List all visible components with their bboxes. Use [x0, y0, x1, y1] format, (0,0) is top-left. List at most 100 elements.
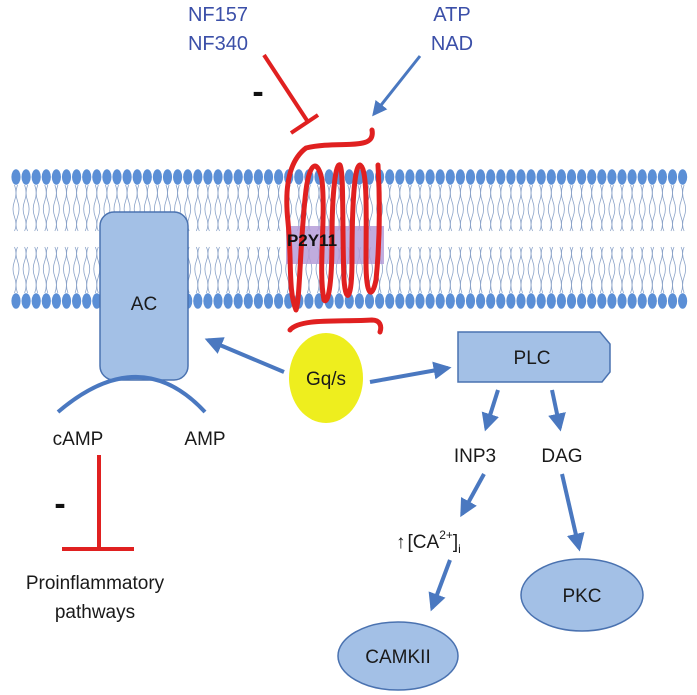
- lipid-head: [173, 169, 183, 185]
- lipid-head: [496, 293, 506, 309]
- lipid-head: [435, 293, 445, 309]
- lipid-head: [253, 293, 263, 309]
- lipid-tail: [93, 184, 98, 232]
- lipid-head: [31, 169, 41, 185]
- dag-label: DAG: [541, 446, 582, 467]
- lipid-tail: [258, 246, 262, 294]
- lipid-head: [597, 169, 607, 185]
- lipid-tail: [406, 184, 411, 232]
- lipid-head: [415, 293, 425, 309]
- lipid-tail: [659, 246, 663, 294]
- lipid-tail: [53, 184, 57, 232]
- lipid-tail: [641, 246, 646, 294]
- inp3-label: INP3: [454, 446, 496, 467]
- lipid-tail: [638, 246, 643, 294]
- lipid-tail: [389, 184, 394, 232]
- lipid-head: [415, 169, 425, 185]
- lipid-tail: [56, 246, 60, 294]
- lipid-tail: [278, 184, 282, 232]
- lipid-tail: [558, 184, 562, 232]
- lipid-tail: [32, 184, 37, 232]
- lipid-head: [11, 169, 21, 185]
- lipid-tail: [608, 184, 613, 232]
- lipid-tail: [611, 246, 616, 294]
- lipid-tail: [53, 246, 57, 294]
- lipid-tail: [449, 246, 454, 294]
- ac-conversion-arc: [56, 375, 207, 414]
- lipid-head: [72, 293, 82, 309]
- lipid-tail: [406, 246, 411, 294]
- lipid-tail: [76, 184, 80, 232]
- lipid-head: [263, 293, 274, 309]
- lipid-tail: [467, 246, 471, 294]
- lipid-head: [304, 293, 314, 309]
- lipid-head: [637, 293, 647, 309]
- camp-label: cAMP: [53, 429, 104, 450]
- lipid-head: [102, 169, 112, 185]
- lipid-tail: [396, 184, 401, 232]
- lipid-tail: [510, 184, 515, 232]
- lipid-tail: [265, 184, 269, 232]
- lipid-tail: [679, 246, 683, 294]
- plc-label: PLC: [514, 348, 551, 369]
- lipid-tail: [578, 184, 582, 232]
- lipid-tail: [568, 184, 572, 232]
- lipid-tail: [558, 246, 562, 294]
- lipid-head: [506, 169, 516, 185]
- lipid-head: [132, 169, 142, 185]
- lipid-tail: [419, 184, 424, 232]
- lipid-tail: [497, 184, 502, 232]
- lipid-tail: [93, 246, 98, 294]
- lipid-tail: [56, 184, 60, 232]
- lipid-tail: [197, 246, 202, 294]
- dag-to-pkc-arrow: [560, 473, 585, 552]
- antagonist-inhibition-line: [262, 53, 310, 124]
- lipid-tail: [631, 184, 636, 232]
- lipid-tail: [258, 184, 262, 232]
- lipid-tail: [73, 246, 77, 294]
- antagonist-group: NF157 NF340 -: [188, 4, 320, 135]
- lipid-head: [253, 169, 263, 185]
- lipid-tail: [426, 184, 431, 232]
- pkc-node: PKC: [520, 558, 644, 632]
- lipid-tail: [520, 246, 525, 294]
- lipid-head: [375, 293, 385, 309]
- proinflammatory-label-2: pathways: [55, 602, 135, 623]
- lipid-tail: [540, 184, 545, 232]
- lipid-tail: [500, 246, 505, 294]
- lipid-tail: [621, 246, 626, 294]
- lipid-tail: [204, 184, 209, 232]
- lipid-tail: [537, 184, 542, 232]
- lipid-tail: [446, 246, 451, 294]
- lipid-tail: [490, 246, 495, 294]
- lipid-tail: [396, 246, 401, 294]
- lipid-tail: [207, 246, 212, 294]
- lipid-tail: [662, 246, 666, 294]
- lipid-tail: [207, 184, 212, 232]
- lipid-head: [587, 293, 597, 309]
- lipid-head: [233, 293, 243, 309]
- lipid-tail: [369, 184, 373, 232]
- lipid-head: [617, 293, 627, 309]
- lipid-tail: [561, 184, 565, 232]
- lipid-tail: [520, 184, 525, 232]
- lipid-tail: [550, 184, 555, 232]
- lipid-head: [647, 169, 657, 185]
- lipid-tail: [325, 184, 330, 232]
- lipid-head: [61, 169, 72, 185]
- lipid-tail: [457, 246, 461, 294]
- agonist-arrow: [372, 55, 422, 117]
- lipid-tail: [487, 246, 492, 294]
- lipid-head: [385, 169, 395, 185]
- lipid-head: [425, 293, 435, 309]
- lipid-tail: [672, 246, 676, 294]
- lipid-tail: [608, 246, 613, 294]
- lipid-tail: [204, 246, 209, 294]
- lipid-head: [577, 169, 587, 185]
- lipid-tail: [86, 184, 91, 232]
- lipid-tail: [497, 246, 502, 294]
- lipid-head: [486, 169, 496, 185]
- lipid-tail: [591, 184, 596, 232]
- lipid-tail: [467, 184, 471, 232]
- lipid-tail: [631, 246, 636, 294]
